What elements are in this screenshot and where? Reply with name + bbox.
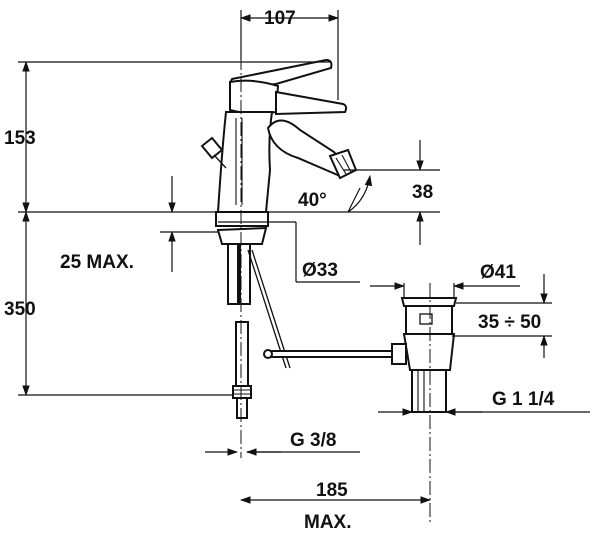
- supply-fitting: [232, 385, 252, 399]
- dim-deck-thickness: 25 MAX.: [60, 252, 134, 273]
- linkage-rod: [267, 350, 393, 358]
- supply-tube-lower: [235, 321, 249, 387]
- dim-waste-thread: G 1 1/4: [492, 389, 555, 410]
- dim-spout-angle: 40°: [298, 190, 327, 211]
- linkage-clip: [263, 349, 273, 359]
- supply-tube-right: [239, 243, 251, 305]
- dim-faucet-height: 153: [4, 128, 36, 149]
- waste-valve: [391, 297, 458, 413]
- mounting-nut: [216, 226, 268, 245]
- dimension-lines: [18, 10, 590, 504]
- supply-thread-stub: [236, 397, 248, 419]
- center-lines: [240, 34, 431, 525]
- dim-lower-height: 350: [4, 299, 36, 320]
- spout-arm: [275, 90, 348, 116]
- supply-tube-left: [227, 243, 239, 305]
- waste-body: [402, 333, 456, 371]
- waste-plug: [405, 305, 453, 335]
- dim-offset-suffix: MAX.: [304, 512, 352, 533]
- waste-flange: [400, 297, 458, 307]
- dim-waste-diameter: Ø41: [480, 262, 516, 283]
- dimension-labels: 107 153 350 25 MAX. Ø33 40° 38 Ø41 35 ÷ …: [4, 8, 555, 533]
- mixer-head: [229, 79, 280, 115]
- pop-up-knob: [200, 136, 224, 160]
- dim-offset-value: 185: [316, 480, 348, 501]
- pop-up-rod: [247, 249, 287, 369]
- mounting-plate: [215, 211, 269, 227]
- faucet-body: [216, 111, 274, 213]
- dim-supply-thread: G 3/8: [290, 430, 336, 451]
- dim-waste-range: 35 ÷ 50: [478, 312, 541, 333]
- dim-body-diameter: Ø33: [302, 260, 338, 281]
- dim-spout-height: 38: [412, 182, 433, 203]
- dim-top-width: 107: [264, 8, 296, 29]
- faucet-assembly: [200, 58, 393, 419]
- waste-side-connector: [391, 343, 407, 365]
- waste-tail: [411, 369, 447, 413]
